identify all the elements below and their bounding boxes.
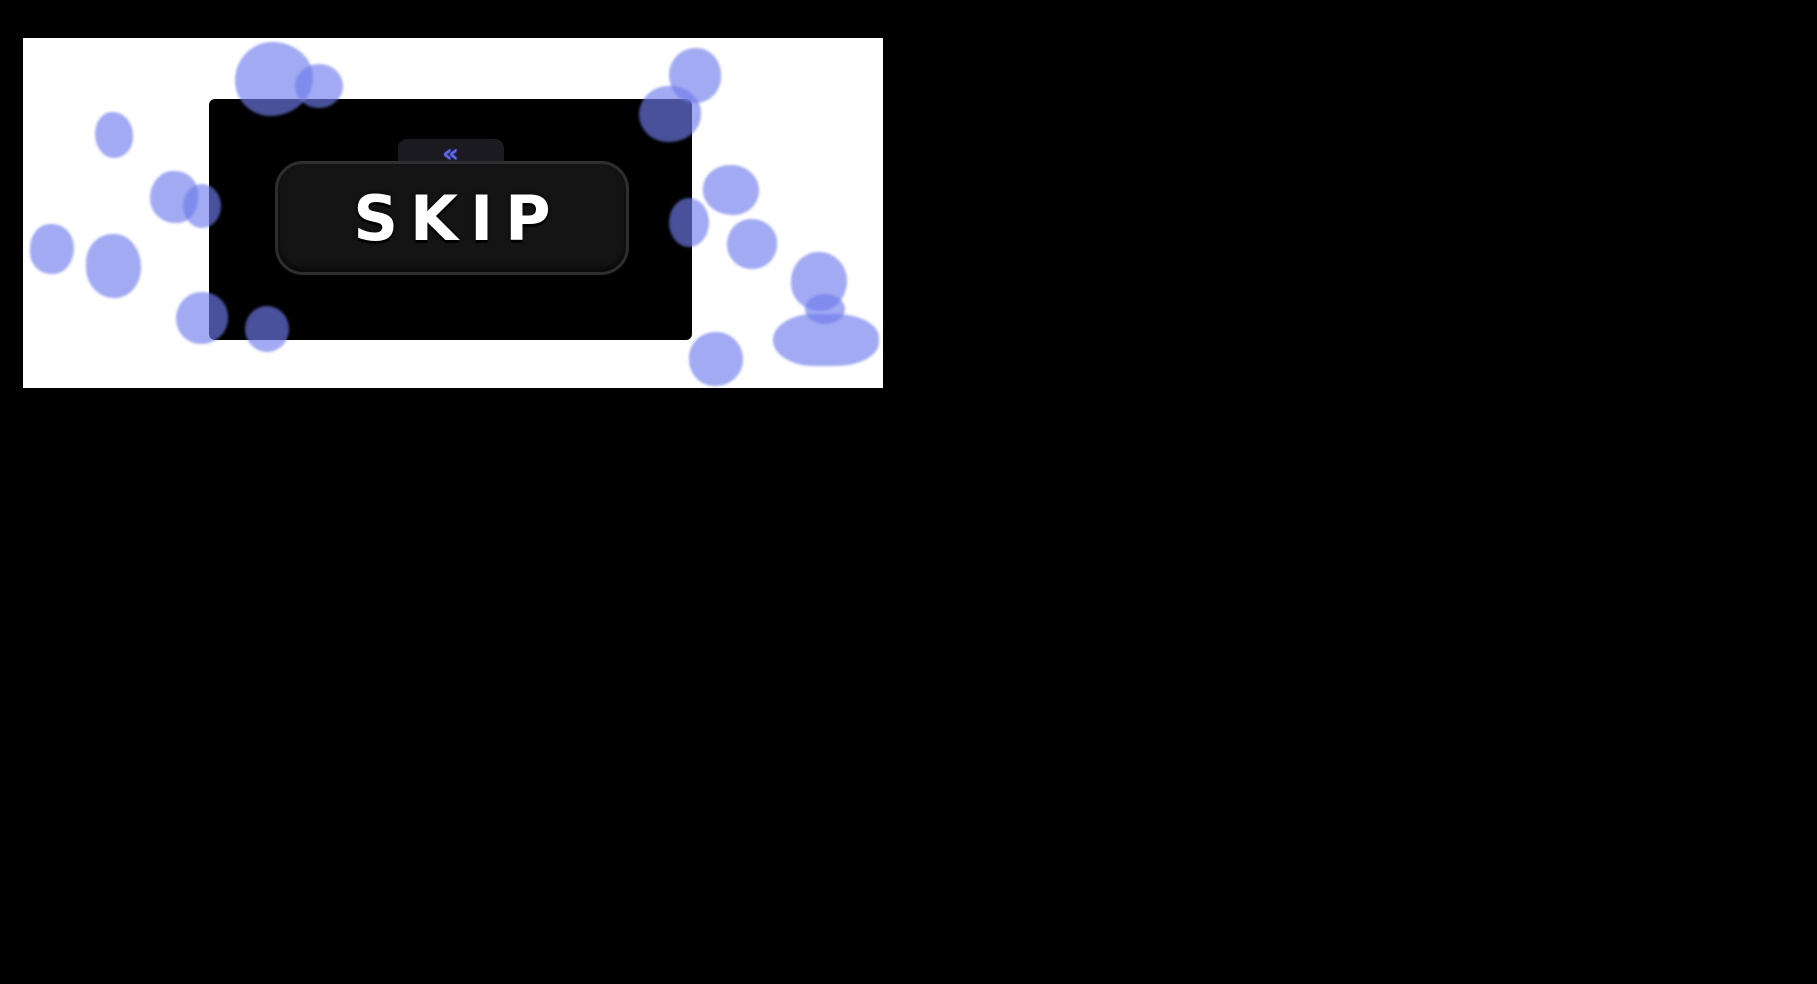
game-screen: « SKIP [23,38,883,388]
paint-splat [30,224,74,274]
skip-dialog: « SKIP [209,99,692,340]
paint-splat [95,112,133,158]
double-chevron-left-icon: « [442,139,459,169]
paint-splat [727,219,777,269]
paint-splat [86,234,141,298]
paint-splat [669,48,721,103]
paint-splat [150,171,198,223]
paint-splat [703,165,759,215]
paint-splat [805,294,845,324]
paint-splat [791,252,847,311]
skip-button-label: SKIP [353,181,563,255]
skip-button[interactable]: SKIP [275,161,629,275]
paint-splat [773,314,879,366]
paint-splat [689,332,743,386]
